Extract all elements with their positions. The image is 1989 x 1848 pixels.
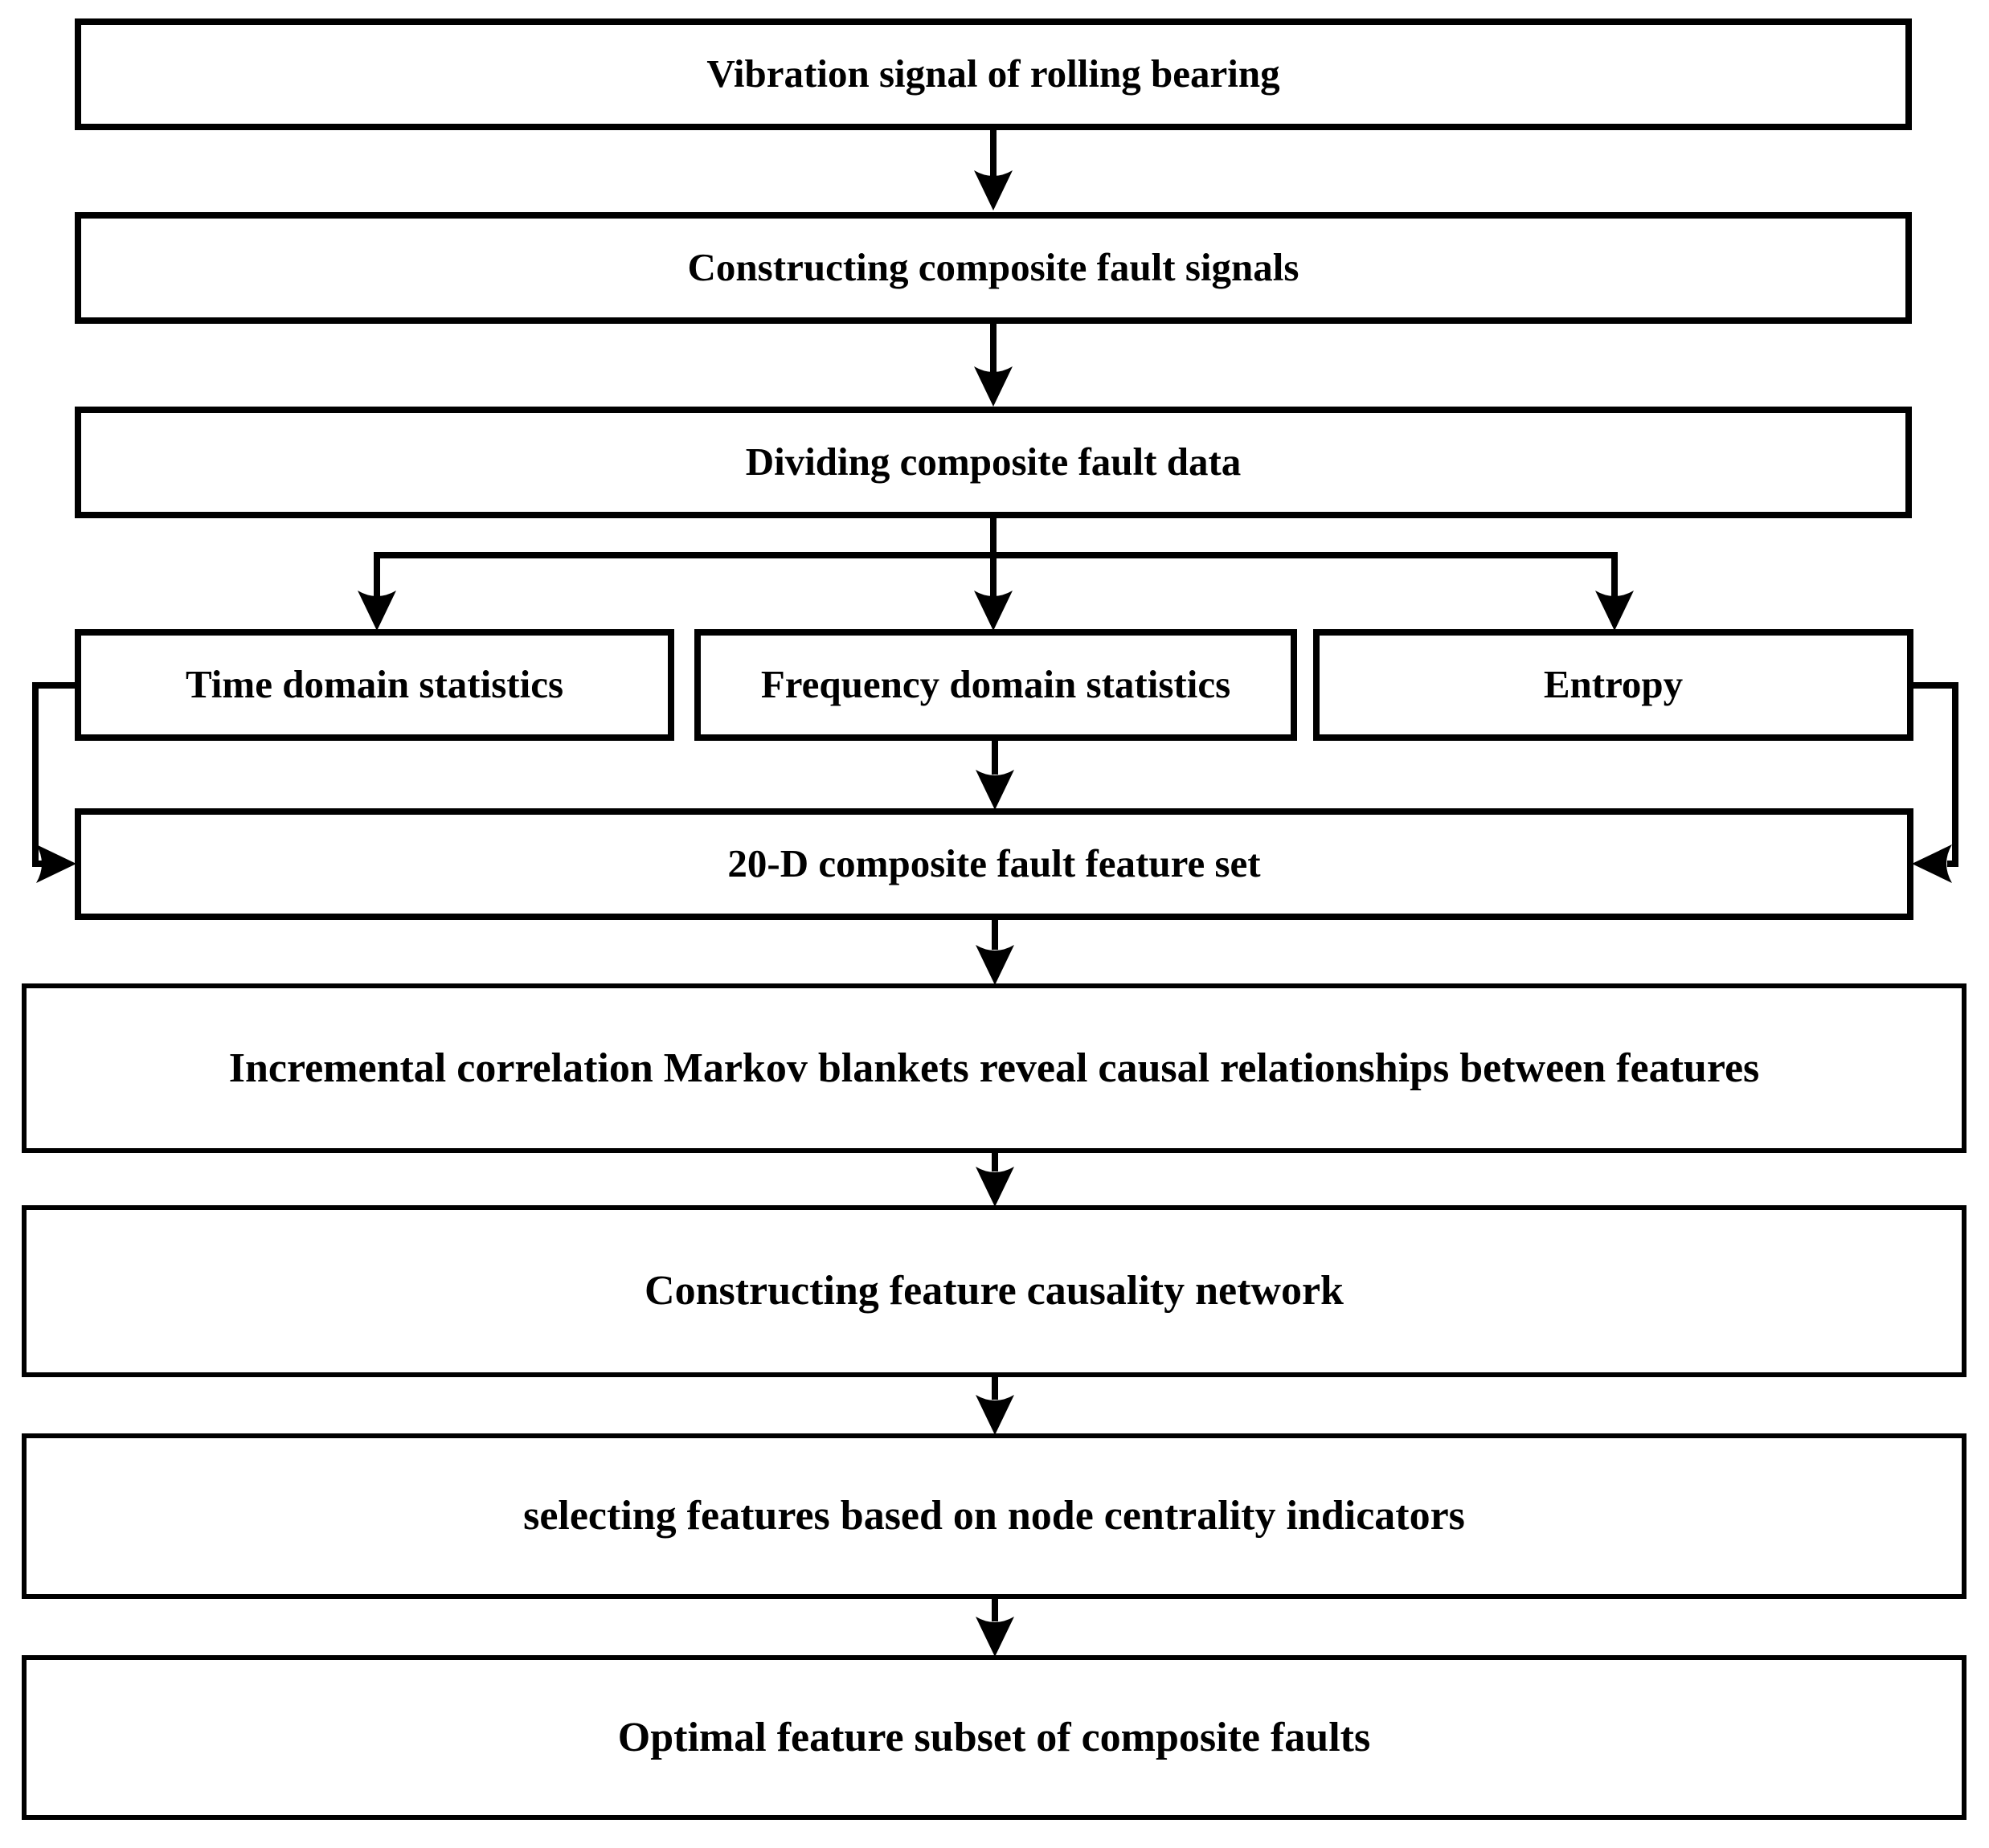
connector-time-to-featureset-line — [32, 682, 76, 867]
node-20d-composite-fault-feature-set: 20-D composite fault feature set — [75, 808, 1913, 920]
node-incremental-correlation-markov-blankets: Incremental correlation Markov blankets … — [22, 983, 1966, 1153]
node-constructing-composite-fault-signals: Constructing composite fault signals — [75, 212, 1912, 324]
node-frequency-domain-statistics-label: Frequency domain statistics — [760, 662, 1231, 707]
node-dividing-composite-fault-data: Dividing composite fault data — [75, 407, 1912, 518]
node-dividing-composite-fault-data-label: Dividing composite fault data — [745, 440, 1242, 484]
node-vibration-signal: Vibration signal of rolling bearing — [75, 18, 1912, 130]
node-frequency-domain-statistics: Frequency domain statistics — [694, 629, 1297, 741]
node-vibration-signal-label: Vibration signal of rolling bearing — [706, 51, 1280, 96]
node-entropy: Entropy — [1313, 629, 1913, 741]
arrow-split-to-entropy-head — [1595, 591, 1634, 631]
arrow-split-to-time-head — [358, 591, 396, 631]
node-constructing-feature-causality-network: Constructing feature causality network — [22, 1205, 1966, 1377]
node-constructing-feature-causality-network-label: Constructing feature causality network — [645, 1268, 1344, 1314]
arrow-causality-to-selecting-head — [976, 1395, 1014, 1435]
arrow-constructing-to-dividing-head — [974, 366, 1013, 407]
node-constructing-composite-fault-signals-label: Constructing composite fault signals — [687, 245, 1299, 290]
arrow-selecting-to-optimal-head — [976, 1617, 1014, 1657]
node-entropy-label: Entropy — [1543, 662, 1684, 707]
arrow-frequency-to-featureset-head — [976, 770, 1014, 810]
connector-time-to-featureset-head — [36, 844, 76, 883]
node-time-domain-statistics-label: Time domain statistics — [185, 662, 564, 707]
node-20d-composite-fault-feature-set-label: 20-D composite fault feature set — [727, 841, 1261, 886]
connector-entropy-to-featureset-head — [1912, 844, 1952, 883]
arrow-featureset-to-markov-head — [976, 945, 1014, 985]
arrow-markov-to-causality-head — [976, 1167, 1014, 1207]
node-optimal-feature-subset: Optimal feature subset of composite faul… — [22, 1655, 1966, 1820]
node-time-domain-statistics: Time domain statistics — [75, 629, 674, 741]
node-optimal-feature-subset-label: Optimal feature subset of composite faul… — [617, 1714, 1371, 1760]
node-selecting-features-node-centrality-label: selecting features based on node central… — [523, 1493, 1465, 1539]
arrow-split-to-frequency-head — [974, 591, 1013, 631]
node-incremental-correlation-markov-blankets-label: Incremental correlation Markov blankets … — [228, 1045, 1760, 1091]
connector-entropy-to-featureset-line — [1912, 682, 1958, 867]
arrow-vibration-to-constructing-head — [974, 170, 1013, 211]
node-selecting-features-node-centrality: selecting features based on node central… — [22, 1433, 1966, 1599]
